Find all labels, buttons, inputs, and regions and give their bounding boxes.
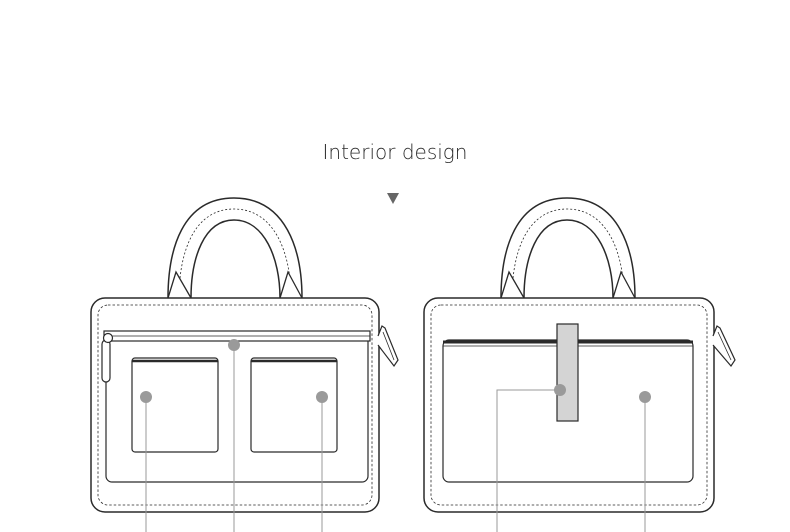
left-bag-handle bbox=[167, 197, 303, 299]
down-triangle-icon bbox=[387, 193, 399, 204]
zipper-pull-icon bbox=[101, 339, 111, 383]
callout-dot bbox=[554, 384, 566, 396]
left-bag-callouts bbox=[140, 339, 328, 532]
right-bag-callouts bbox=[496, 384, 651, 532]
left-bag-body bbox=[90, 297, 380, 513]
right-bag-handle bbox=[500, 197, 636, 299]
securing-strap bbox=[556, 323, 579, 422]
left-bag bbox=[90, 197, 399, 513]
section-title: Interior design bbox=[322, 140, 468, 164]
left-bag-inner-panel bbox=[105, 332, 369, 483]
callout-dot bbox=[140, 391, 152, 403]
side-zipper-pull-icon bbox=[377, 325, 399, 368]
right-bag-body bbox=[423, 297, 715, 513]
left-pocket bbox=[131, 357, 219, 453]
callout-dot bbox=[316, 391, 328, 403]
right-bag bbox=[423, 197, 736, 513]
callout-dot bbox=[639, 391, 651, 403]
side-zipper-pull-icon bbox=[712, 325, 736, 367]
right-pocket bbox=[250, 357, 338, 453]
callout-dot bbox=[228, 339, 240, 351]
